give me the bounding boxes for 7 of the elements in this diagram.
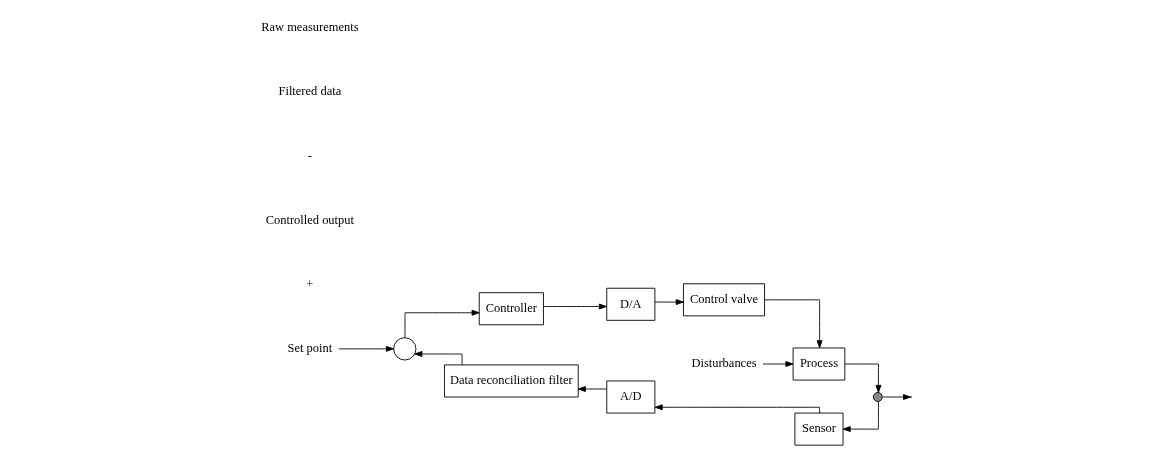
node-text: Set point xyxy=(287,341,333,356)
label: - xyxy=(307,148,312,163)
node-text: Disturbances xyxy=(691,356,757,371)
label: Raw measurements xyxy=(261,20,359,35)
label: + xyxy=(306,276,314,291)
label: Filtered data xyxy=(278,84,342,99)
label: Controlled output xyxy=(265,212,355,227)
